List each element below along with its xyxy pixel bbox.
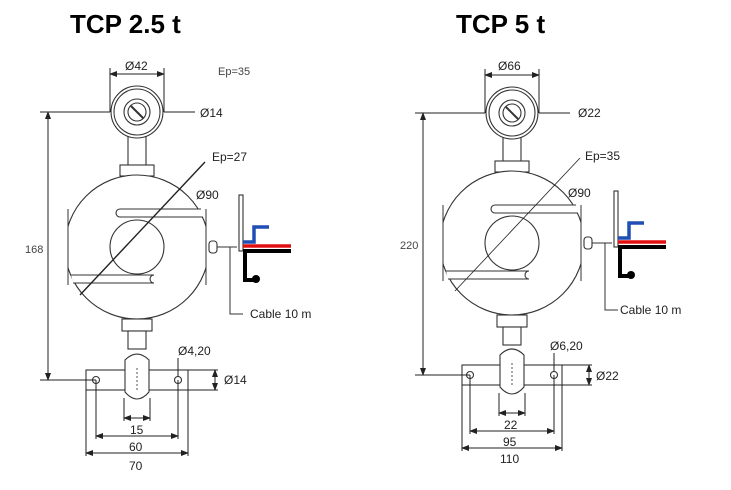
eye-pin-mark [130,105,144,119]
wire-blue [618,221,644,240]
thickness-leader [79,161,206,296]
top-collar [119,164,155,177]
eye-width-label: Ø66 [498,59,521,73]
eye-hole-label: Ø14 [200,106,223,120]
body-thickness-label: Ep=27 [212,150,247,164]
height-label: 168 [25,244,43,256]
title-tcp-5: TCP 5 t [456,9,545,39]
thickness-leader [454,157,581,292]
cable-gland [208,240,218,254]
bottom-neck [127,330,147,350]
hole-spacing-label: 95 [503,435,517,449]
upper-slot [115,208,203,218]
wire-blue [243,225,269,244]
body-diameter-label: Ø90 [196,188,219,202]
bottom-collar [496,314,528,328]
top-collar [494,160,530,173]
cable-leader [604,243,618,311]
cable-bracket [238,194,244,252]
title-tcp-2-5: TCP 2.5 t [70,9,181,39]
center-hole [109,219,165,275]
tcp-5-drawing [415,69,666,451]
bottom-collar [121,318,153,332]
upper-slot [490,204,578,214]
body-diameter-label: Ø90 [568,186,591,200]
body-thickness-label: Ep=35 [585,149,620,163]
inner-width-label: 15 [130,423,144,437]
pin-diameter-label: Ø14 [224,373,247,387]
inner-width-label: 22 [504,418,518,432]
wire-ground [243,251,255,282]
pin-hole-label: Ø4,20 [178,344,211,358]
bottom-neck [502,326,522,346]
hole-spacing-label: 60 [129,440,143,454]
cable-label: Cable 10 m [250,307,311,321]
cable-bracket [613,190,619,248]
tcp-2-5-drawing [40,68,291,456]
eye-hole-label: Ø22 [578,106,601,120]
height-label: 220 [400,240,418,252]
pin-diameter-label: Ø22 [596,369,619,383]
lower-slot [71,274,155,284]
cable-leader [229,247,243,315]
ground-terminal [252,275,260,283]
pin-hole-label: Ø6,20 [550,339,583,353]
total-width-label: 70 [129,459,143,473]
cable-label: Cable 10 m [620,303,681,317]
cable-gland [583,236,593,250]
ground-terminal [627,271,635,279]
total-width-label: 110 [500,452,519,466]
eye-pin-mark [505,106,519,120]
lower-slot [446,270,530,280]
plate-thickness-label: Ep=35 [218,66,250,78]
center-hole [484,215,540,271]
eye-width-label: Ø42 [125,59,148,73]
wire-ground [618,247,630,278]
